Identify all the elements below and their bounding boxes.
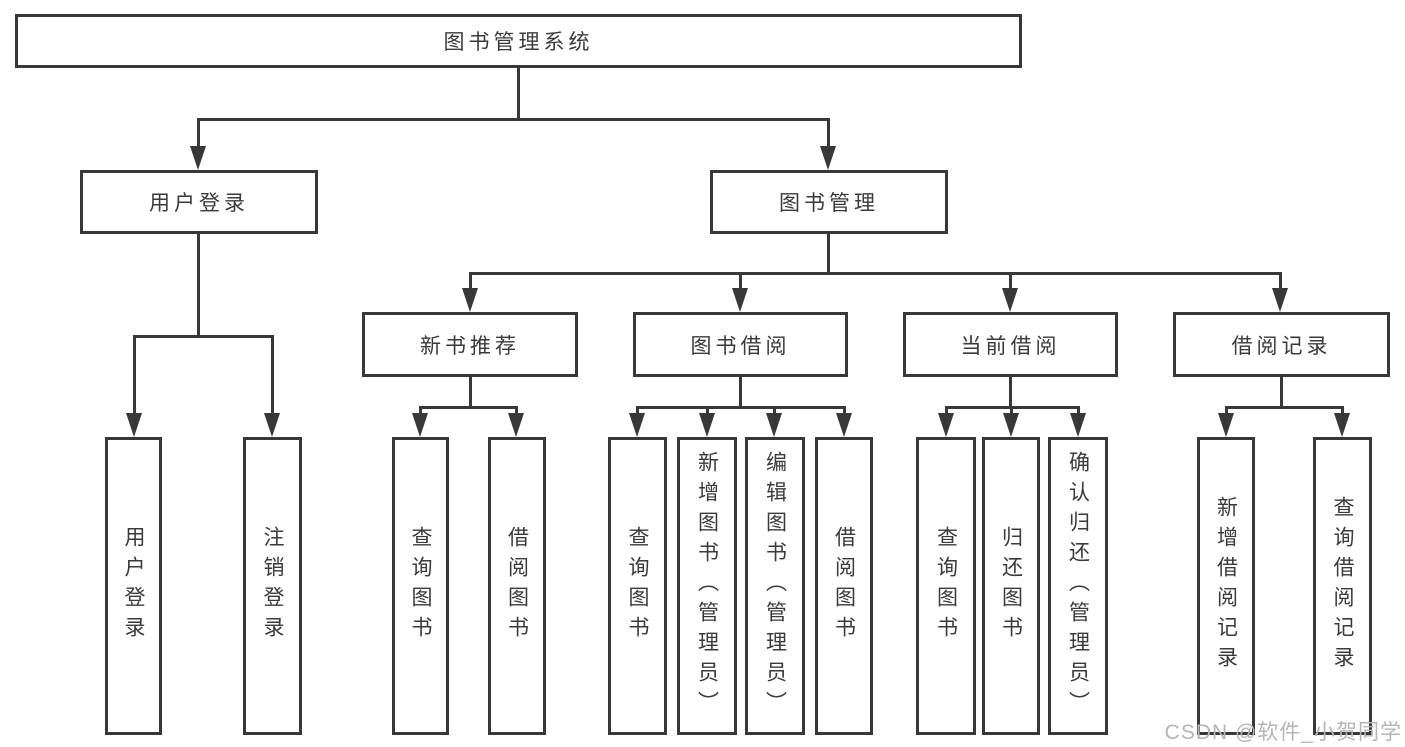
node-leaf-add-books-admin: 新增图书（管理员） [677,437,737,735]
connector-borrow-records-stem [1280,377,1283,406]
node-book-borrow: 图书借阅 [633,312,848,377]
node-leaf-edit-books-admin: 编辑图书（管理员） [745,437,805,735]
connector-book-management-rail [469,272,1282,275]
node-leaf-query-books-current: 查询图书 [916,437,976,735]
arrow-down-icon [412,413,428,437]
connector-drop [1341,406,1344,416]
arrow-down-icon [1003,413,1019,437]
node-leaf-confirm-return-admin: 确认归还（管理员） [1048,437,1108,735]
connector-drop [1010,406,1013,416]
connector-drop-book-borrow [739,272,742,290]
connector-drop-new-book-recommend [469,272,472,290]
connector-book-borrow-stem [739,377,742,406]
arrow-down-icon [836,413,852,437]
connector-drop [773,406,776,416]
node-new-book-recommend: 新书推荐 [362,312,578,377]
node-book-management: 图书管理 [710,170,948,234]
connector-book-management-stem [827,234,830,272]
connector-borrow-records-rail [1225,406,1343,409]
connector-drop [419,406,422,416]
connector-drop [515,406,518,416]
arrow-down-icon [508,413,524,437]
arrow-down-icon [699,413,715,437]
arrow-down-icon [1218,413,1234,437]
arrow-down-icon [938,413,954,437]
arrow-down-icon [1272,288,1288,312]
connector-drop-leaf-logout [271,335,274,415]
connector-drop [1225,406,1228,416]
connector-current-borrow-stem [1009,377,1012,406]
connector-drop-book-management [827,118,830,148]
node-leaf-user-login: 用户登录 [105,437,162,735]
connector-root-stem [517,68,520,118]
connector-root-rail [197,118,830,121]
arrow-down-icon [766,413,782,437]
connector-user-login-stem [197,234,200,335]
connector-drop [843,406,846,416]
node-leaf-borrow-books: 借阅图书 [815,437,873,735]
arrow-down-icon [732,288,748,312]
connector-book-borrow-rail [636,406,845,409]
node-user-login: 用户登录 [80,170,318,234]
arrow-down-icon [190,146,206,170]
node-leaf-query-borrow-record: 查询借阅记录 [1313,437,1372,735]
arrow-down-icon [1002,288,1018,312]
connector-user-login-rail [133,335,274,338]
connector-drop [636,406,639,416]
node-leaf-add-borrow-record: 新增借阅记录 [1197,437,1255,735]
node-leaf-query-books-recommend: 查询图书 [392,437,449,735]
node-leaf-borrow-books-recommend: 借阅图书 [488,437,546,735]
connector-drop-current-borrow [1009,272,1012,290]
connector-drop-borrow-records [1279,272,1282,290]
node-leaf-return-books: 归还图书 [982,437,1040,735]
connector-drop [1077,406,1080,416]
node-library-management-system: 图书管理系统 [15,14,1022,68]
node-borrow-records: 借阅记录 [1173,312,1390,377]
arrow-down-icon [820,146,836,170]
watermark: CSDN @软件_小贺同学 [1164,721,1402,744]
connector-new-book-rail [419,406,518,409]
connector-drop-user-login [197,118,200,148]
arrow-down-icon [1334,413,1350,437]
arrow-down-icon [264,413,280,437]
connector-drop-leaf-user-login [133,335,136,415]
arrow-down-icon [126,413,142,437]
node-leaf-logout: 注销登录 [243,437,302,735]
arrow-down-icon [1070,413,1086,437]
arrow-down-icon [629,413,645,437]
arrow-down-icon [462,288,478,312]
connector-drop [945,406,948,416]
connector-drop [706,406,709,416]
node-current-borrow: 当前借阅 [903,312,1118,377]
node-leaf-query-books-borrow: 查询图书 [608,437,667,735]
connector-new-book-stem [469,377,472,406]
